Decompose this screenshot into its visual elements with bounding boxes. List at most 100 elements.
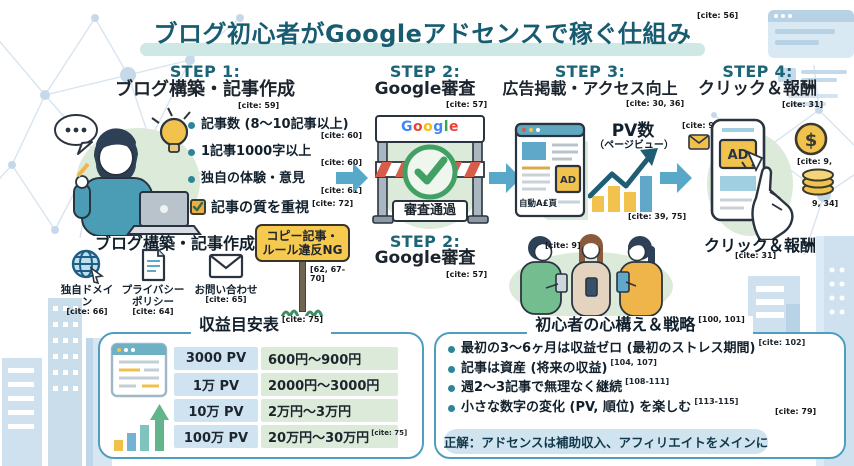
phone-tap-illustration: AD	[707, 118, 794, 240]
feature-citation: [cite: 65]	[205, 295, 247, 305]
step4-subheader: クリック＆報酬	[698, 79, 817, 99]
people-illustration	[509, 234, 673, 320]
yen-value: 600円〜900円	[268, 353, 362, 368]
yen-value: 20万円〜30万円	[268, 431, 370, 446]
quality-check-citation: [cite: 72]	[312, 198, 354, 208]
page-title: ブログ初心者がGoogleアドセンスで稼ぐ仕組み	[153, 20, 692, 48]
step1-bullet-list: 記事数 (8〜10記事以上) [cite: 60] 1記事1000字以上 [ci…	[188, 117, 364, 198]
ad-box-label: AD	[560, 175, 576, 186]
feature-citation: [cite: 64]	[132, 307, 174, 317]
revenue-panel-title-row: 収益目安表 [cite: 75]	[98, 315, 424, 334]
blogger-illustration	[54, 107, 202, 236]
globe-cursor-icon	[71, 249, 105, 284]
ad-browser-illustration: AD	[514, 122, 588, 220]
step2-header: STEP 2:	[389, 62, 461, 81]
bullet-dot-icon	[188, 149, 195, 157]
dollar-sign: $	[805, 130, 818, 151]
buildings-bottomleft	[2, 298, 112, 466]
list-item: 1記事1000字以上	[188, 144, 364, 159]
list-item: 記事は資産 (将来の収益) [104, 107]	[448, 357, 840, 377]
step2-bottom-citation: [cite: 57]	[446, 270, 488, 279]
step4-bottom-label: クリック＆報酬	[703, 236, 816, 255]
bullet-citation: [108-111]	[625, 377, 670, 387]
yen-value: 2000円〜3000円	[268, 379, 380, 394]
google-letter: l	[443, 119, 450, 135]
document-icon	[141, 248, 166, 282]
google-letter: g	[433, 119, 444, 135]
feature-citation: [cite: 66]	[66, 307, 108, 317]
step2-citation: [cite: 57]	[446, 100, 488, 109]
bullet-dot-icon	[188, 176, 195, 184]
yen-citation: [cite: 75]	[371, 428, 408, 437]
lightbulb-icon	[151, 107, 191, 153]
bullet-citation: [cite: 60]	[320, 131, 362, 141]
step3-header: STEP 3:	[554, 62, 626, 81]
step4-header: STEP 4:	[722, 62, 793, 81]
bullet-dot-icon	[448, 346, 455, 353]
envelope-citation: [cite: 9]	[682, 121, 718, 130]
browser-mock-topright	[768, 10, 854, 120]
auto-ads-label: 自動A£頁	[519, 199, 557, 209]
feature-domain: 独自ドメイン [cite: 66]	[56, 248, 118, 317]
bullet-citation: [104, 107]	[610, 357, 657, 367]
step1-citation: [cite: 59]	[238, 101, 280, 110]
ng-sign-board: コピー記事・ ルール違反NG	[255, 224, 350, 262]
table-cell-yen: 600円〜900円	[261, 347, 398, 370]
grass-icon	[280, 309, 324, 317]
bullet-citation: [113-115]	[694, 396, 739, 406]
bullet-text: 1記事1000字以上	[201, 144, 312, 160]
list-item: 最初の3〜6ヶ月は収益ゼロ (最初のストレス期間) [cite: 102]	[448, 338, 840, 357]
coin-citation-bottom: 9, 34]	[812, 199, 839, 208]
bullet-citation: [cite: 61]	[320, 185, 362, 195]
revenue-panel-citation: [cite: 75]	[281, 315, 324, 324]
google-letter: o	[412, 119, 424, 135]
title-citation: [cite: 56]	[697, 11, 739, 20]
table-cell-yen: 2000円〜3000円	[261, 373, 398, 396]
feature-contact: お問い合わせ [cite: 65]	[194, 248, 258, 305]
feature-label: 独自ドメイン	[60, 284, 114, 309]
mindset-panel-title: 初心者の心構え＆戦略	[535, 315, 696, 334]
table-cell-yen: 2万円〜3万円	[261, 399, 398, 422]
mini-growth-chart-icon	[114, 404, 169, 451]
review-pass-label: 審査通過	[392, 200, 468, 222]
checkbox-icon	[190, 199, 206, 215]
bullet-text: 小さな数字の変化 (PV, 順位) を楽しむ	[461, 399, 692, 415]
feature-label: お問い合わせ	[194, 284, 258, 296]
step4-bottom-citation: [cite: 31]	[735, 251, 777, 260]
step3-subheader: 広告掲載・アクセス向上	[502, 79, 678, 98]
list-item: 小さな数字の変化 (PV, 順位) を楽しむ [113-115]	[448, 396, 840, 416]
phone-ad-label: AD	[728, 148, 749, 163]
table-cell-pv: 3000 PV	[174, 347, 258, 370]
mindset-panel-citation: [100, 101]	[698, 315, 745, 324]
feature-privacy-policy: プライバシー ポリシー [cite: 64]	[120, 248, 186, 317]
bullet-dot-icon	[188, 122, 195, 129]
arrow-right-icon	[660, 163, 692, 193]
quality-check-item: 記事の質を重視 [cite: 72]	[190, 197, 353, 217]
envelope-icon	[208, 253, 244, 279]
table-cell-pv: 1万 PV	[174, 373, 258, 396]
step2-subheader: Google審査	[374, 79, 476, 99]
step2-bottom-subheader: Google審査	[374, 248, 476, 268]
revenue-table: 3000 PV 600円〜900円 1万 PV 2000円〜3000円 10万 …	[174, 347, 407, 448]
title-highlight-bar	[140, 43, 705, 56]
quality-check-label: 記事の質を重視	[211, 200, 309, 216]
bullet-citation: [cite: 60]	[320, 158, 362, 168]
step2-bottom-header: STEP 2:	[389, 232, 461, 251]
arrow-right-icon	[336, 163, 368, 193]
list-item: 記事数 (8〜10記事以上)	[188, 117, 364, 132]
google-letter: o	[423, 119, 434, 135]
coin-citation-top: [cite: 9,	[797, 157, 832, 166]
sign-post	[299, 258, 306, 312]
list-item: 独自の体験・意見	[188, 171, 364, 186]
pv-chart-citation: [cite: 39, 75]	[628, 212, 687, 221]
step3-citation: [cite: 30, 36]	[626, 99, 685, 108]
bullet-dot-icon	[448, 385, 455, 393]
review-gate-illustration	[372, 115, 489, 229]
ng-sign-line1: コピー記事・	[266, 228, 339, 243]
feature-label: プライバシー	[121, 284, 185, 296]
bullet-citation: [cite: 102]	[758, 338, 806, 347]
step4-citation: [cite: 31]	[782, 100, 824, 109]
pv-growth-chart	[588, 148, 658, 212]
coin-stack-icon	[802, 168, 834, 196]
